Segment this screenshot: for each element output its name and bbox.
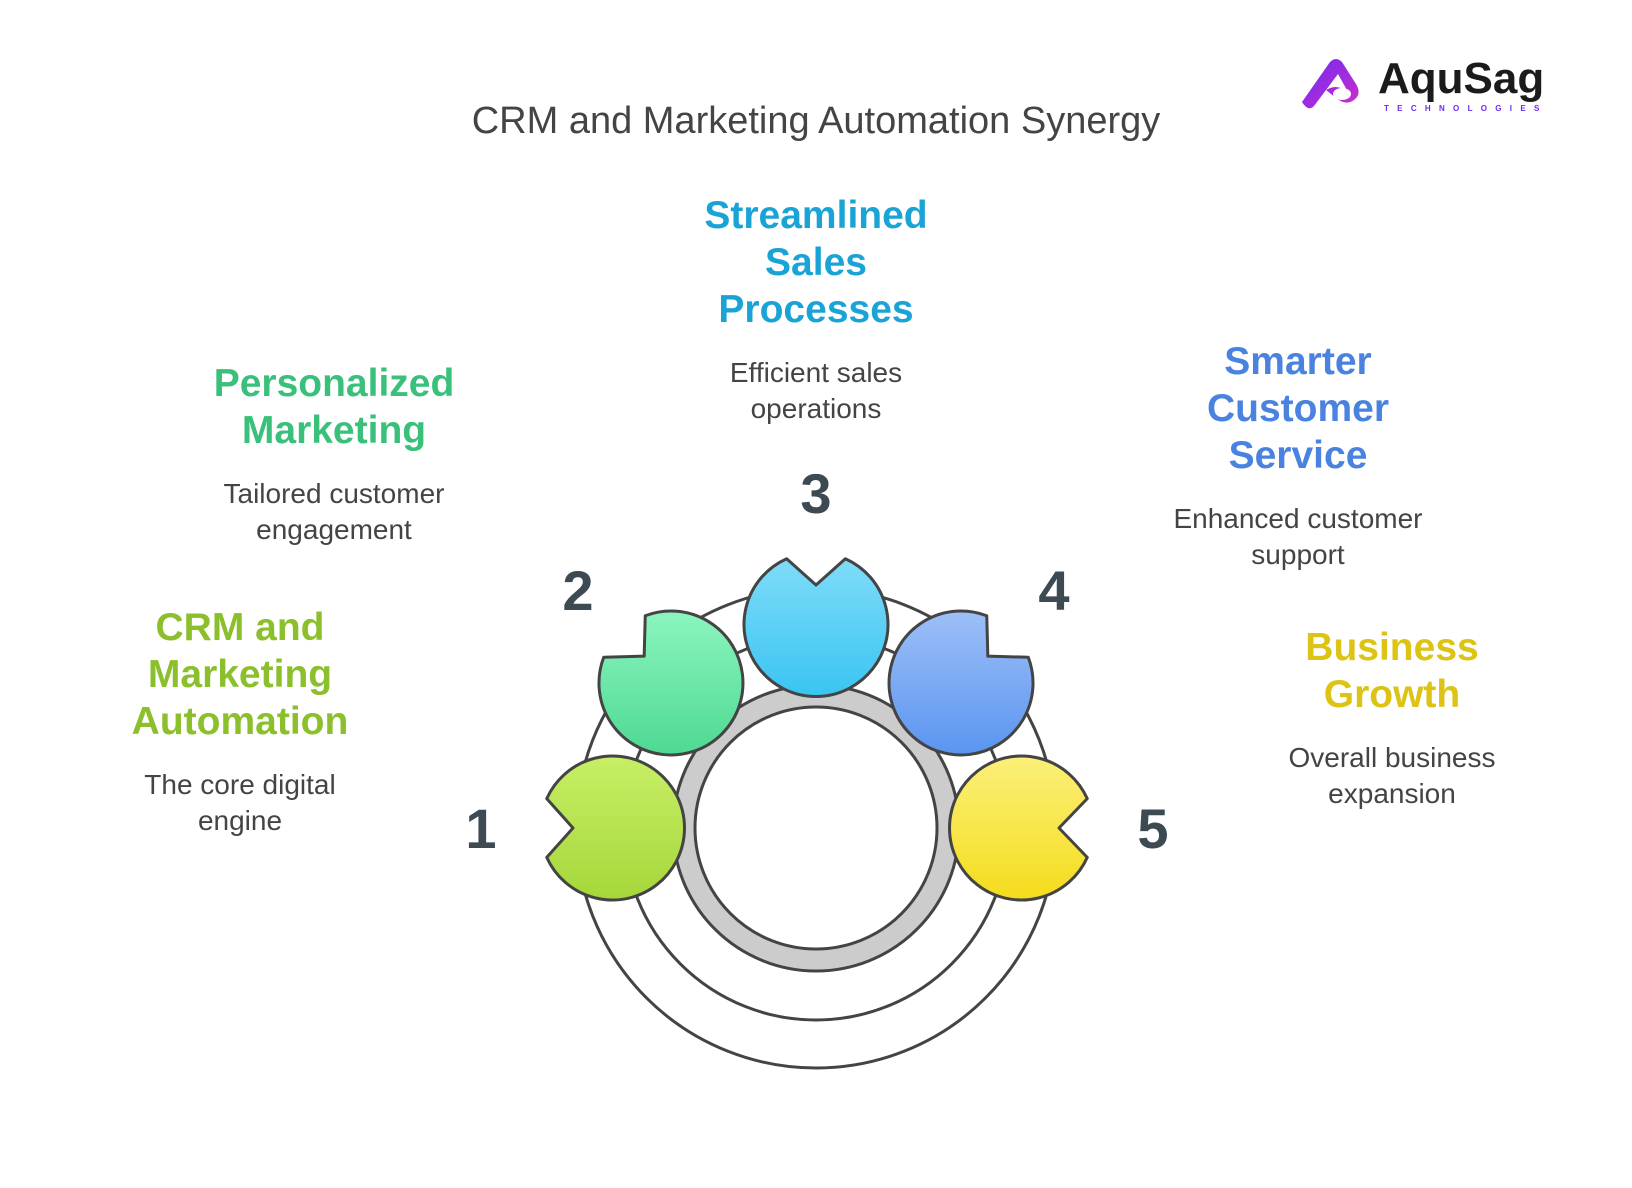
step-title-line: Service xyxy=(1228,434,1368,477)
logo-name: AquSag xyxy=(1378,54,1545,103)
logo-tagline: TECHNOLOGIES xyxy=(1384,104,1548,113)
step-bubble-4 xyxy=(887,609,1035,757)
step-description-line: operations xyxy=(750,393,882,424)
step-description-line: Efficient sales xyxy=(729,357,903,388)
step-description-line: Enhanced customer xyxy=(1173,503,1423,534)
step-number-1: 1 xyxy=(465,797,496,860)
step-title-line: Automation xyxy=(131,700,349,743)
step-description-1: The core digital engine xyxy=(90,767,390,839)
gray-ring-inner-edge xyxy=(693,705,939,951)
step-description-line: Tailored customer xyxy=(223,478,445,509)
step-title-line: Personalized xyxy=(213,362,455,405)
step-description-line: engagement xyxy=(256,514,412,545)
step-title-line: Processes xyxy=(718,288,914,331)
aqusag-logo: AquSag TECHNOLOGIES xyxy=(1296,54,1556,124)
step-description-line: support xyxy=(1251,539,1345,570)
step-description-5: Overall business expansion xyxy=(1242,740,1542,812)
diagram-title: CRM and Marketing Automation Synergy xyxy=(472,100,1161,142)
step-title-line: Business xyxy=(1305,626,1479,669)
step-description-line: expansion xyxy=(1328,778,1456,809)
step-title-line: Customer xyxy=(1206,387,1390,430)
step-number-3: 3 xyxy=(800,462,831,525)
step-description-4: Enhanced customer support xyxy=(1138,501,1458,573)
step-title-line: Smarter xyxy=(1224,340,1372,383)
step-title-line: CRM and xyxy=(155,606,325,649)
step-bubble-5 xyxy=(948,754,1089,902)
step-number-2: 2 xyxy=(562,559,593,622)
step-bubble-2 xyxy=(597,609,745,757)
step-number-5: 5 xyxy=(1137,797,1168,860)
step-number-4: 4 xyxy=(1038,559,1069,622)
step-bubbles: 1 2 3 4 5 xyxy=(465,462,1169,902)
step-title-line: Marketing xyxy=(241,409,427,452)
step-title-line: Growth xyxy=(1323,673,1461,716)
step-bubble-1 xyxy=(545,754,686,902)
step-description-line: engine xyxy=(197,805,283,836)
step-description-line: The core digital xyxy=(144,769,336,800)
step-bubble-3 xyxy=(742,557,890,698)
step-title-line: Sales xyxy=(765,241,867,284)
step-title-line: Marketing xyxy=(147,653,333,696)
step-description-3: Efficient sales operations xyxy=(656,355,976,427)
step-description-line: Overall business xyxy=(1288,742,1496,773)
step-description-2: Tailored customer engagement xyxy=(174,476,494,548)
step-title-line: Streamlined xyxy=(704,194,928,237)
logo-mark-icon xyxy=(1302,59,1359,109)
